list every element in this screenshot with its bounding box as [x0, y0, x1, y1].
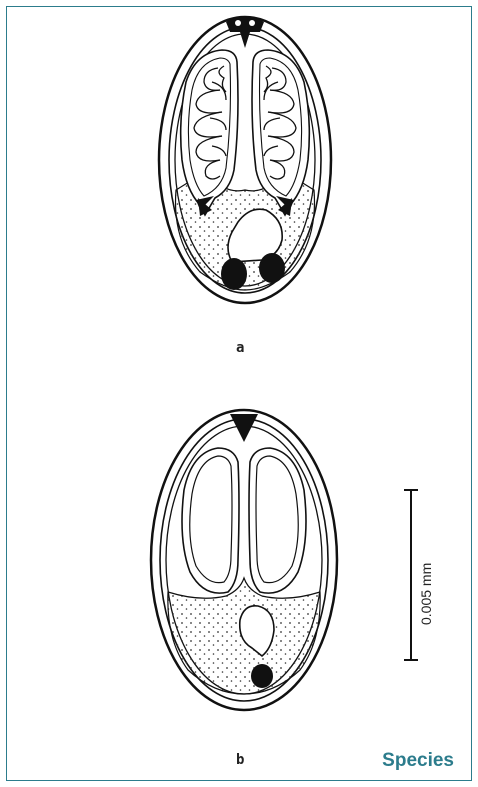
- species-caption[interactable]: Species: [382, 750, 454, 772]
- figure-label-b: b: [236, 752, 244, 768]
- oocyst-a: [159, 16, 331, 303]
- oocyst-b: [151, 410, 337, 710]
- scale-bar: [404, 490, 418, 660]
- figure-label-a: a: [236, 340, 244, 356]
- scale-bar-label: 0.005 mm: [418, 563, 434, 625]
